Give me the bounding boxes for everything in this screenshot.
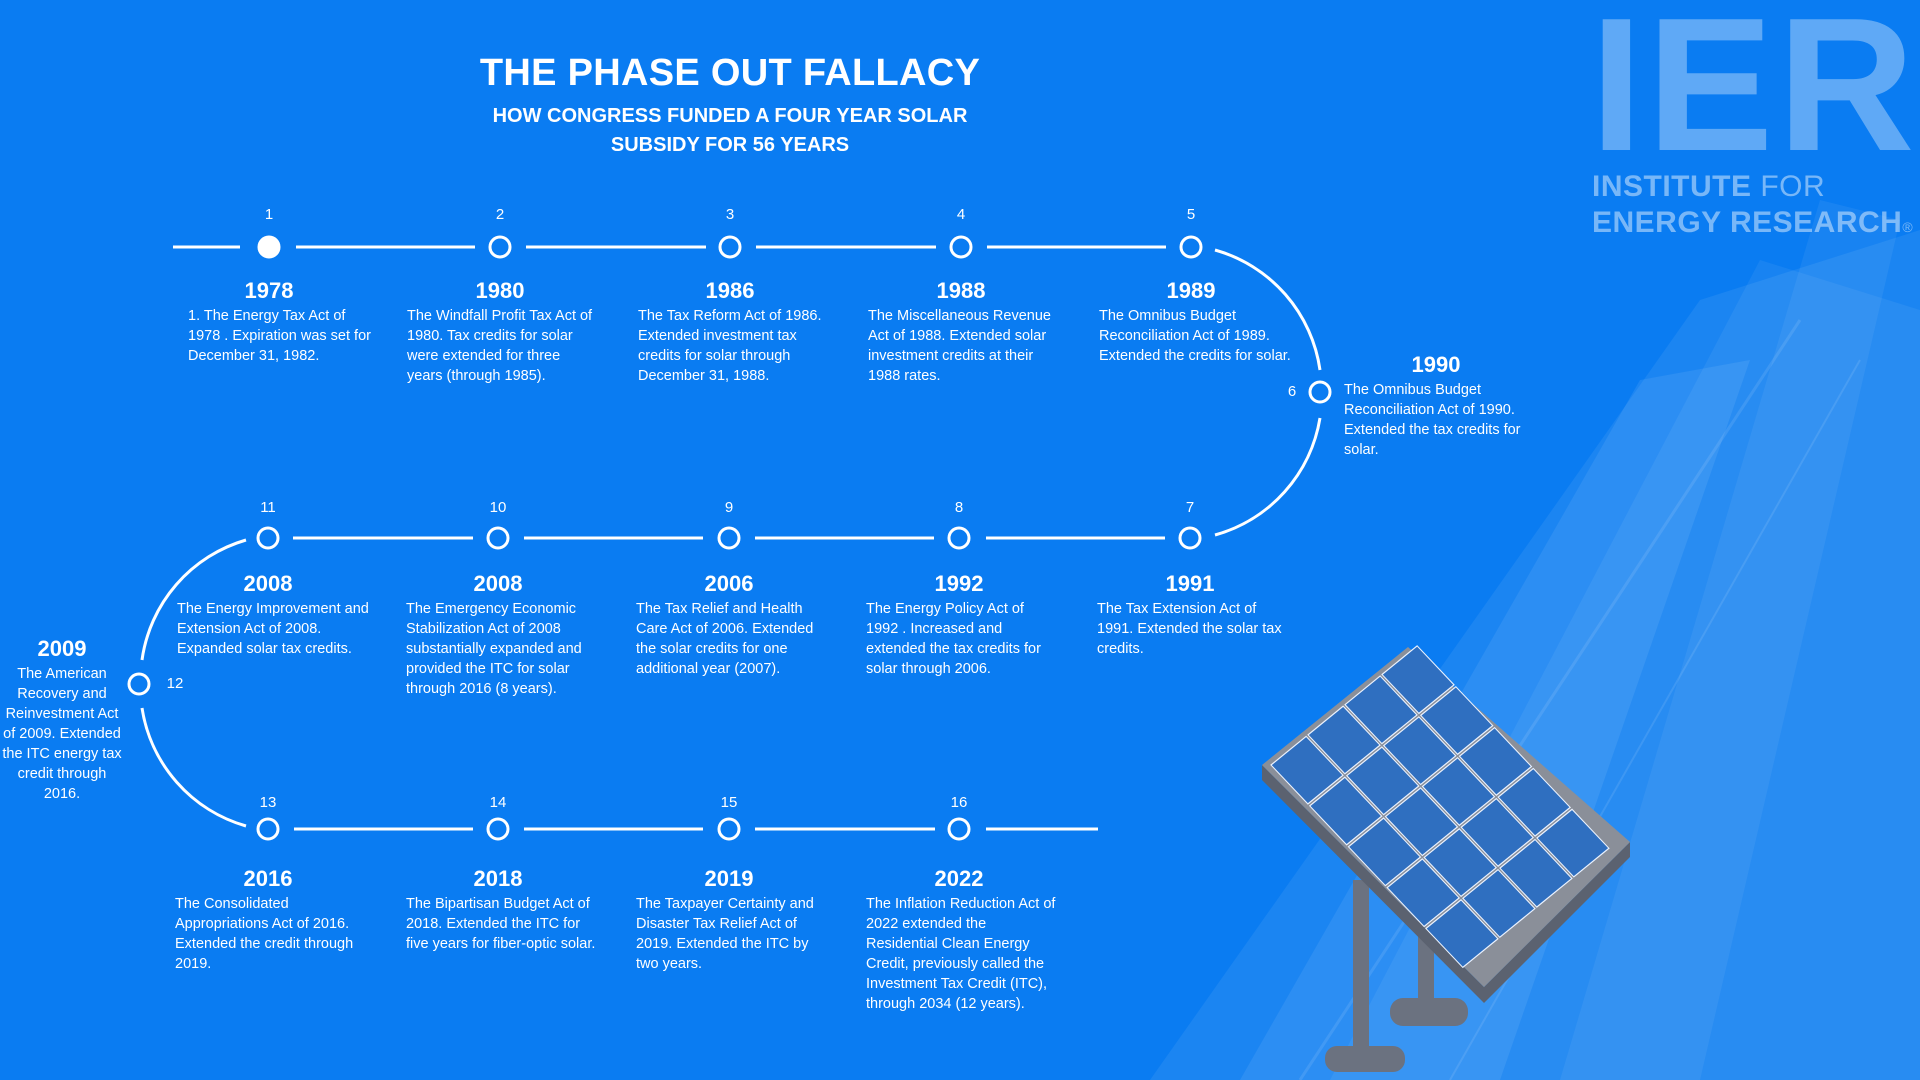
- entry-description: The Tax Relief and Health Care Act of 20…: [636, 601, 814, 677]
- step-number: 11: [260, 499, 276, 516]
- node-7: [1178, 526, 1202, 550]
- subtitle-line-2: SUBSIDY FOR 56 YEARS: [610, 134, 850, 156]
- entry-year: 2008: [473, 571, 523, 596]
- entry-description: The Taxpayer Certainty and Disaster Tax …: [636, 896, 814, 972]
- entry-description: The Tax Reform Act of 1986. Extended inv…: [638, 308, 822, 384]
- entry-description: The Energy Improvement and Extension Act…: [177, 601, 369, 657]
- node-14: [486, 817, 510, 841]
- curve-11-12: [140, 538, 247, 661]
- logo-energy-research: ENERGY RESEARCH: [1592, 206, 1903, 239]
- step-number: 9: [724, 499, 734, 516]
- entry-description: The American Recovery and Reinvestment A…: [2, 666, 122, 802]
- page-title: THE PHASE OUT FALLACY: [479, 52, 981, 94]
- entry-description: The Inflation Reduction Act of 2022 exte…: [866, 896, 1056, 1012]
- node-10: [486, 526, 510, 550]
- node-2: [488, 235, 512, 259]
- node-11: [256, 526, 280, 550]
- step-number: 16: [950, 794, 968, 811]
- entry-year: 2022: [934, 866, 984, 891]
- node-8: [947, 526, 971, 550]
- entry-year: 1980: [475, 278, 525, 303]
- step-number: 5: [1186, 206, 1196, 223]
- entry-year: 2016: [243, 866, 293, 891]
- entry-year: 1991: [1165, 571, 1215, 596]
- node-6: [1308, 380, 1332, 404]
- step-number: 6: [1287, 383, 1297, 400]
- step-number: 10: [489, 499, 507, 516]
- curve-5-6: [1214, 248, 1322, 371]
- entry-description: The Windfall Profit Tax Act of 1980. Tax…: [407, 308, 593, 384]
- step-number: 13: [259, 794, 277, 811]
- logo-line-1: INSTITUTE FOR: [1592, 170, 1825, 204]
- node-15: [717, 817, 741, 841]
- step-number: 4: [956, 206, 966, 223]
- entry-description: The Bipartisan Budget Act of 2018. Exten…: [406, 896, 596, 952]
- solar-panel-icon: [1262, 645, 1630, 1072]
- logo-institute: INSTITUTE: [1592, 170, 1752, 203]
- step-number: 14: [489, 794, 507, 811]
- subtitle-line-1: HOW CONGRESS FUNDED A FOUR YEAR SOLAR: [492, 105, 968, 127]
- step-number: 2: [495, 206, 505, 223]
- entry-year: 2018: [473, 866, 523, 891]
- curve-12-13: [140, 707, 247, 828]
- node-9: [717, 526, 741, 550]
- entry-year: 2006: [704, 571, 754, 596]
- node-12: [127, 672, 151, 696]
- node-16: [947, 817, 971, 841]
- entry-year: 2019: [704, 866, 754, 891]
- logo-for: FOR: [1751, 170, 1826, 203]
- page-subtitle: HOW CONGRESS FUNDED A FOUR YEAR SOLAR SU…: [430, 102, 1030, 160]
- step-number: 8: [954, 499, 964, 516]
- logo-letters: IER: [1590, 0, 1919, 191]
- entry-description: The Miscellaneous Revenue Act of 1988. E…: [868, 308, 1051, 384]
- entry-year: 1988: [936, 278, 986, 303]
- entry-year: 2008: [243, 571, 293, 596]
- entry-year: 1986: [705, 278, 755, 303]
- step-number: 3: [725, 206, 735, 223]
- node-5: [1179, 235, 1203, 259]
- entry-description: The Tax Extension Act of 1991. Extended …: [1097, 601, 1282, 657]
- entry-description: 1. The Energy Tax Act of 1978 . Expirati…: [188, 308, 371, 364]
- entry-year: 1990: [1411, 352, 1461, 377]
- step-number: 7: [1185, 499, 1195, 516]
- entry-description: The Omnibus Budget Reconciliation Act of…: [1099, 308, 1291, 364]
- node-1: [257, 235, 281, 259]
- entry-year: 1978: [244, 278, 294, 303]
- node-3: [718, 235, 742, 259]
- entry-description: The Omnibus Budget Reconciliation Act of…: [1344, 382, 1521, 458]
- entry-year: 1989: [1166, 278, 1216, 303]
- entry-description: The Emergency Economic Stabilization Act…: [406, 601, 582, 697]
- curve-6-7: [1214, 417, 1322, 537]
- step-number: 12: [166, 675, 184, 692]
- step-number: 1: [264, 206, 274, 223]
- entry-description: The Consolidated Appropriations Act of 2…: [175, 896, 354, 972]
- node-13: [256, 817, 280, 841]
- entry-year: 1992: [934, 571, 984, 596]
- entry-year: 2009: [37, 636, 87, 661]
- entry-description: The Energy Policy Act of 1992 . Increase…: [866, 601, 1041, 677]
- logo-line-2: ENERGY RESEARCH®: [1592, 206, 1913, 244]
- node-4: [949, 235, 973, 259]
- step-number: 15: [720, 794, 738, 811]
- registered-mark: ®: [1902, 219, 1914, 235]
